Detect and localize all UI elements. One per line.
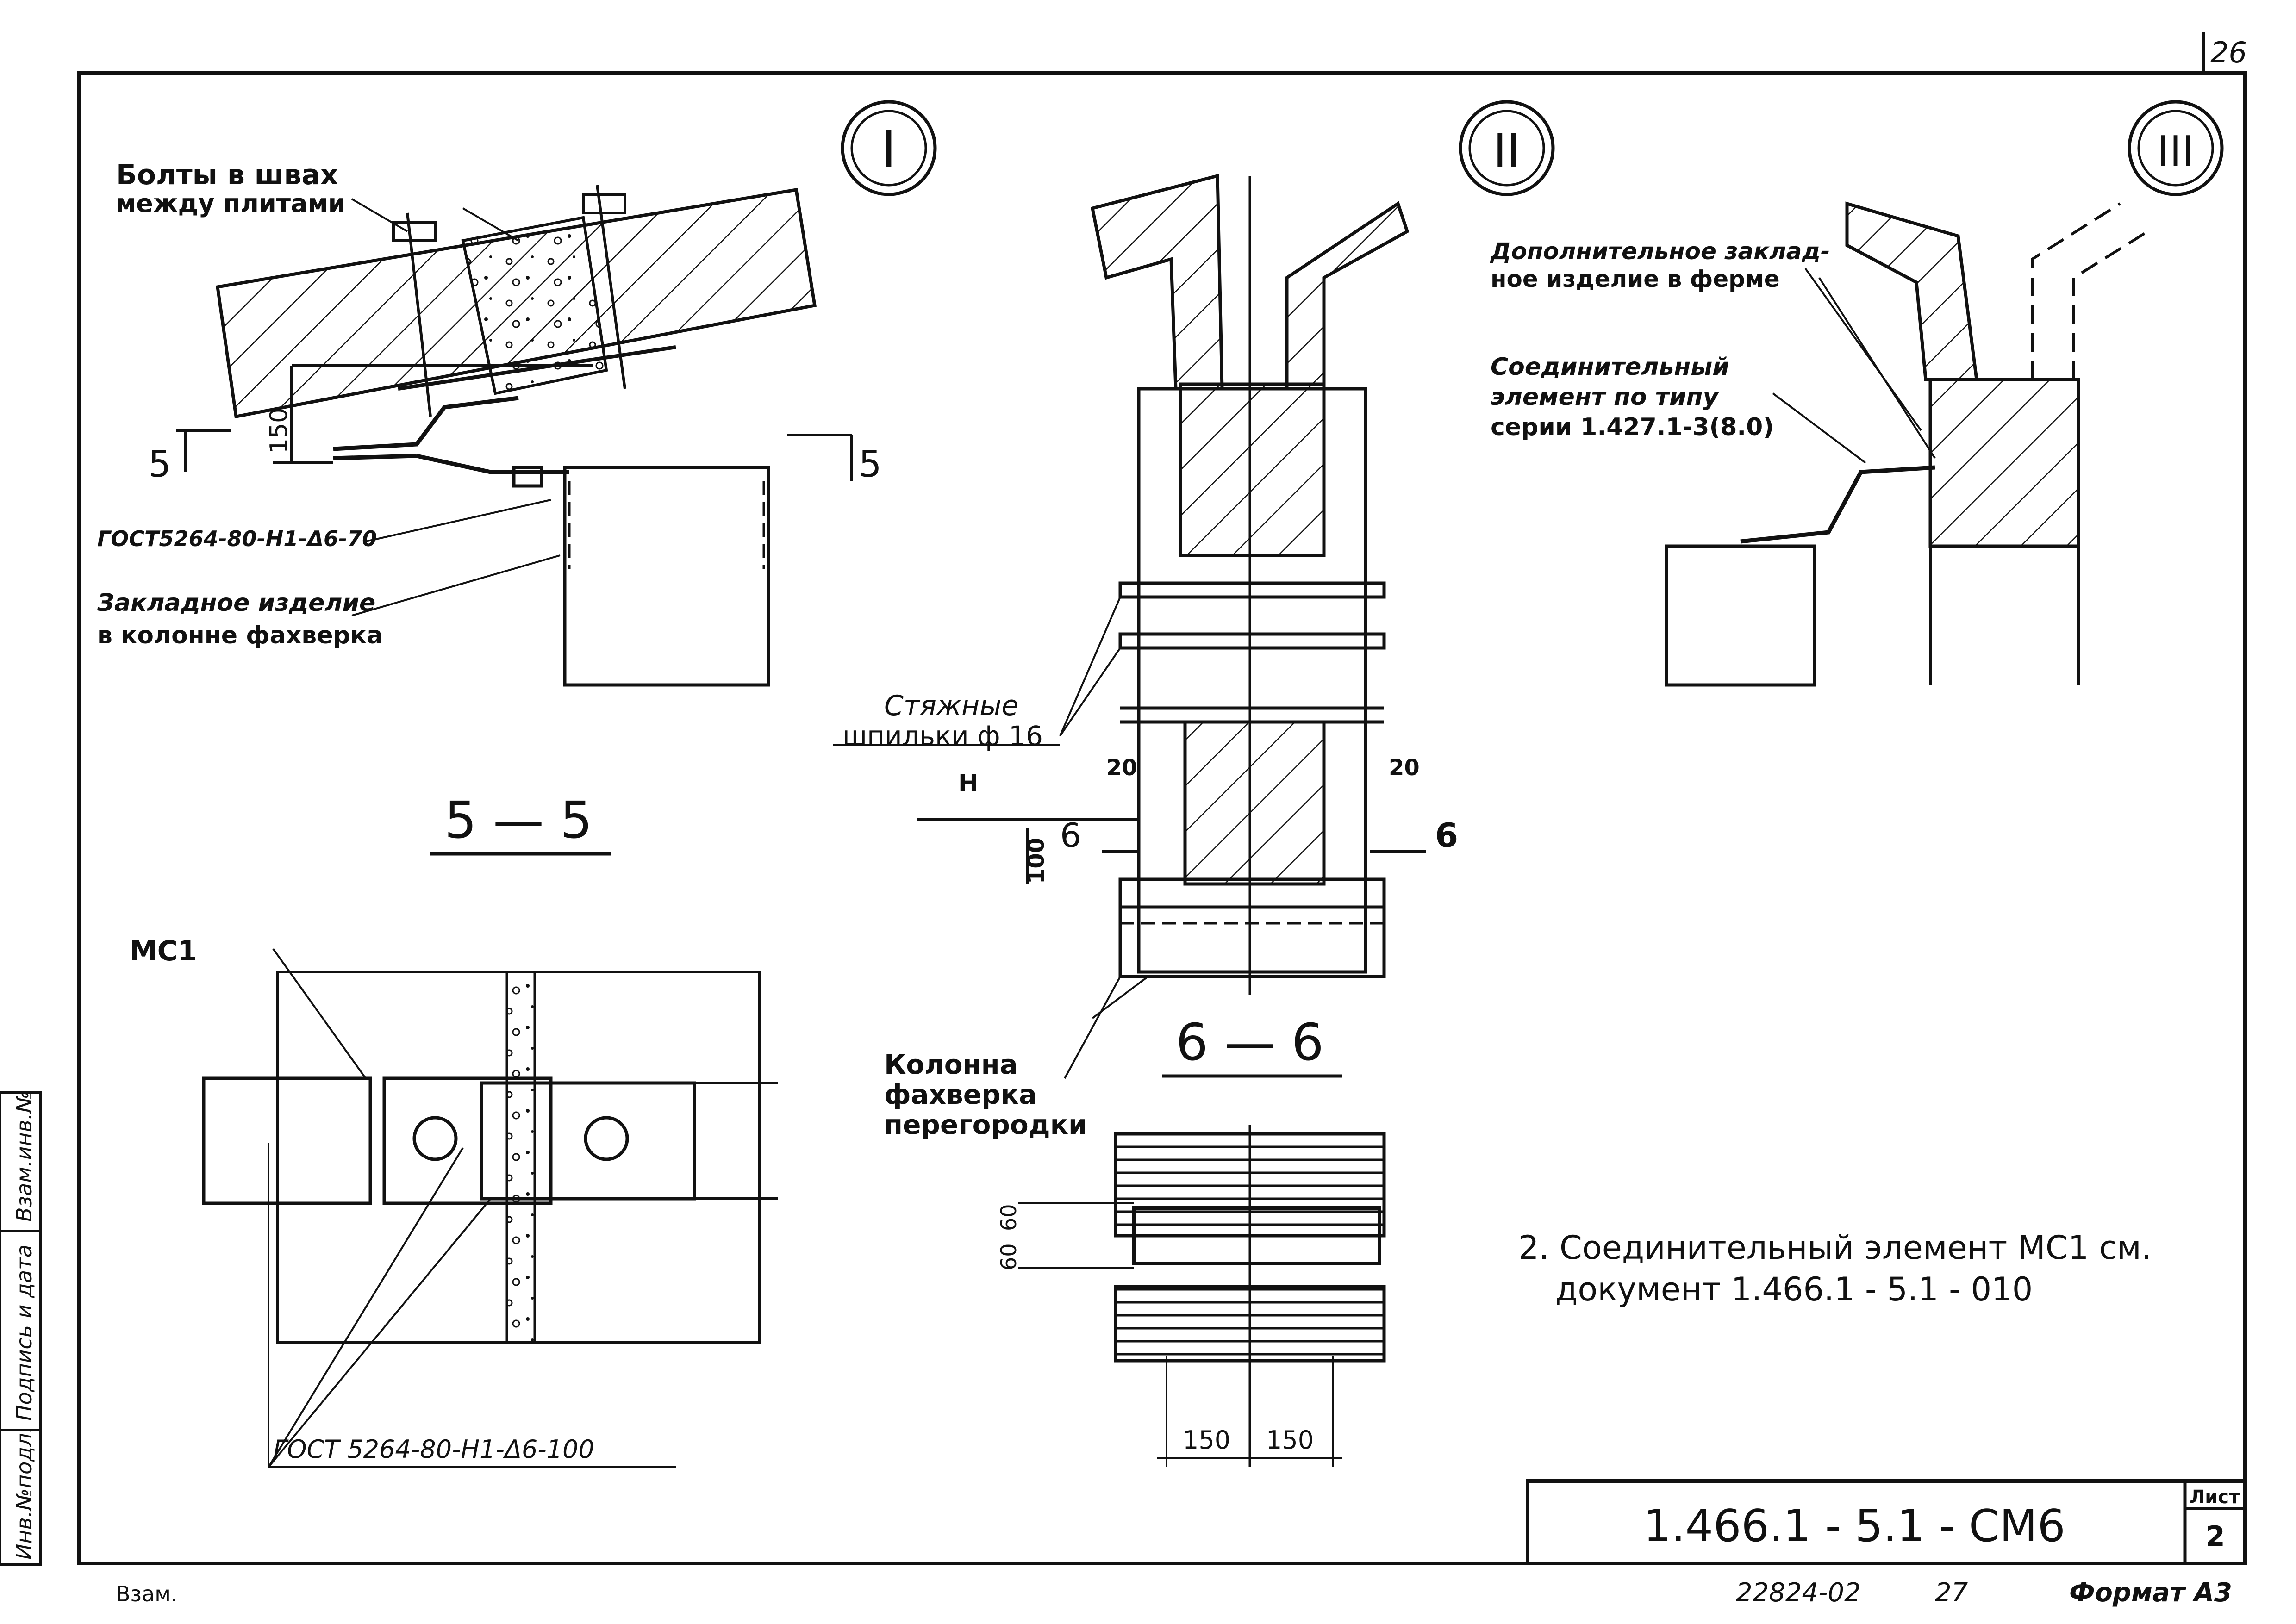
section-6-6-label-column-3: перегородки xyxy=(884,1109,1087,1140)
detail-2-label-studs-1: Стяжные xyxy=(884,690,1019,722)
detail-1-dim-150: 150 xyxy=(265,408,293,454)
detail-3-drawing xyxy=(1665,201,2149,687)
mc1-plate-right xyxy=(480,1081,696,1201)
detail-3-label-connector-2: элемент по типу xyxy=(1491,383,1719,411)
mc1-plate-left xyxy=(202,1076,372,1205)
detail-2-section-left: 6 xyxy=(1060,816,1081,855)
bolt-nut-right xyxy=(584,1116,629,1161)
seam-concrete xyxy=(461,216,608,395)
title-block xyxy=(1526,1479,2247,1565)
circle-label-3: III xyxy=(2157,127,2194,176)
detail-1-label-embedded-2: в колонне фахверка xyxy=(97,622,383,649)
truss-block xyxy=(1928,378,2080,548)
detail-2-dim-100: 100 xyxy=(1023,838,1049,884)
title-block-designation: 1.466.1 - 5.1 - CM6 xyxy=(1643,1501,2065,1552)
wood-core-lower xyxy=(1183,720,1326,886)
detail-2-dim-20-right: 20 xyxy=(1389,755,1420,781)
section-6-6-label-column-2: фахверка xyxy=(884,1079,1037,1110)
detail-1-section-left: 5 xyxy=(148,444,171,485)
footer-left: Взам. xyxy=(116,1581,178,1606)
footer-format: Формат А3 xyxy=(2069,1578,2232,1608)
note-line-2: документ 1.466.1 - 5.1 - 010 xyxy=(1555,1270,2033,1308)
section-6-6-title: 6 — 6 xyxy=(1176,1013,1324,1072)
detail-1-gost-weld: ГОСТ5264-80-Н1-Δ6-70 xyxy=(97,526,377,551)
circle-label-2: II xyxy=(1493,124,1521,178)
circle-labels: I II III xyxy=(841,100,2224,196)
section-6-6-label-column-1: Колонна xyxy=(884,1049,1018,1080)
section-6-6-dim-60-b: 60 xyxy=(996,1204,1021,1231)
detail-1-label-embedded-1: Закладное изделие xyxy=(97,589,375,617)
section-5-5-title: 5 — 5 xyxy=(444,790,593,850)
title-block-sheet-number: 2 xyxy=(2206,1520,2225,1553)
page-number: 26 xyxy=(2210,36,2247,69)
bolt-nut-left xyxy=(412,1116,458,1161)
section-6-6-dim-60-a: 60 xyxy=(996,1243,1021,1270)
column-top xyxy=(1665,544,1816,687)
detail-1-section-right: 5 xyxy=(859,444,882,485)
sheet-frame xyxy=(77,32,2247,1565)
section-6-6-dim-150-b: 150 xyxy=(1266,1425,1314,1455)
stamp-replaced-inv: Взам.инв.№ xyxy=(12,1091,37,1222)
detail-2-dim-20-left: 20 xyxy=(1106,755,1137,781)
footer-page: 27 xyxy=(1935,1578,1968,1608)
detail-1-label-bolts-2: между плитами xyxy=(116,189,346,218)
column-base xyxy=(1118,905,1386,978)
section-5-5-drawing xyxy=(202,948,778,1468)
wood-core-upper xyxy=(1179,382,1326,557)
detail-3-label-connector-3: серии 1.427.1-3(8.0) xyxy=(1491,413,1774,441)
detail-2-label-studs-2: шпильки ф 16 xyxy=(842,720,1043,752)
section-6-6-dim-150-a: 150 xyxy=(1183,1425,1230,1455)
detail-3-label-extra-2: ное изделие в ферме xyxy=(1491,266,1780,292)
column-top xyxy=(563,466,770,687)
section-5-5-gost-weld: ГОСТ 5264-80-Н1-Δ6-100 xyxy=(273,1435,594,1464)
note-line-1: 2. Соединительный элемент МС1 см. xyxy=(1518,1229,2152,1267)
detail-2-section-right: 6 xyxy=(1435,816,1458,855)
footer-number: 22824-02 xyxy=(1736,1578,1861,1608)
detail-1-drawing xyxy=(176,185,853,687)
title-block-sheet-label: Лист xyxy=(2190,1487,2240,1508)
mc1-plate-middle xyxy=(382,1076,553,1205)
detail-1-label-bolts-1: Болты в швах xyxy=(116,159,338,191)
circle-label-1: I xyxy=(881,119,896,179)
connector-plate xyxy=(1740,465,1935,544)
detail-2-elevation: Н xyxy=(958,770,979,797)
detail-3-label-connector-1: Соединительный xyxy=(1491,353,1729,381)
detail-3-label-extra-1: Дополнительное заклад- xyxy=(1490,238,1830,265)
stamp-inv-number: Инв.№подл. xyxy=(12,1426,37,1560)
side-stamp: Инв.№подл. Подпись и дата Взам.инв.№ xyxy=(0,1091,42,1566)
channel-profile xyxy=(1132,1206,1381,1265)
section-5-5-label-mc1: МС1 xyxy=(130,935,197,967)
section-6-6-drawing xyxy=(1018,1125,1386,1467)
connector-plate xyxy=(333,396,519,451)
concrete-joint xyxy=(505,971,536,1344)
detail-2-drawing xyxy=(833,174,1426,1079)
stamp-signature: Подпись и дата xyxy=(12,1244,37,1421)
